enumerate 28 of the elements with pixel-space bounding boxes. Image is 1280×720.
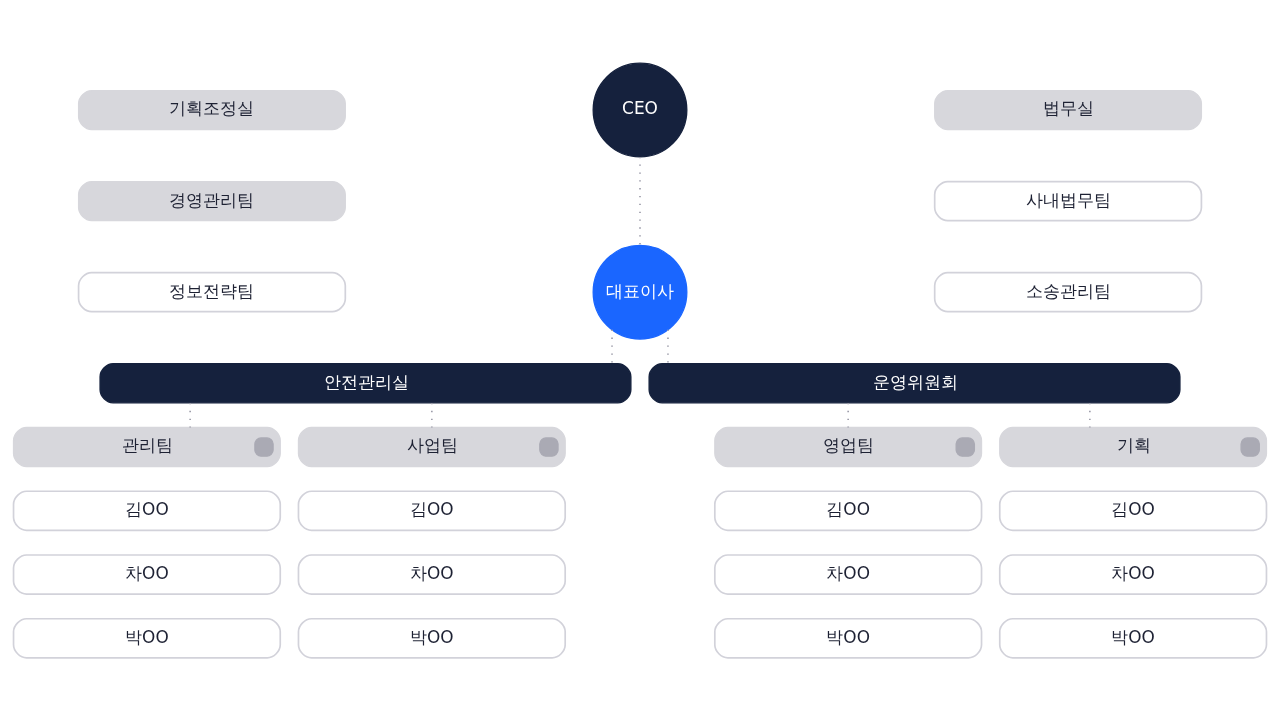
- node-box: 사업팀: [297, 426, 566, 467]
- node-box: 법무실: [934, 89, 1203, 130]
- node-box: 안전관리실: [99, 362, 632, 403]
- node-box: 운영위원회: [648, 362, 1181, 403]
- node-box: 김OO: [998, 489, 1268, 531]
- node-box: 영업팀: [714, 426, 983, 467]
- node-box: 차OO: [713, 553, 983, 595]
- node-box: 차OO: [998, 553, 1268, 595]
- node-box: 박OO: [12, 617, 282, 659]
- node-box: 경영관리팀: [77, 180, 346, 221]
- node-box: 기획: [999, 426, 1268, 467]
- node-circle: CEO: [592, 62, 688, 158]
- node-box: 김OO: [713, 489, 983, 531]
- node-box: 사내법무팀: [933, 180, 1203, 221]
- node-box: 차OO: [297, 553, 567, 595]
- node-box: 박OO: [297, 617, 567, 659]
- node-circle: 대표이사: [592, 244, 688, 340]
- node-box: 박OO: [998, 617, 1268, 659]
- node-box: 김OO: [297, 489, 567, 531]
- node-box: 박OO: [713, 617, 983, 659]
- connector: [611, 328, 613, 364]
- node-box: 김OO: [12, 489, 282, 531]
- node-box: 소송관리팀: [933, 271, 1203, 313]
- node-box: 관리팀: [12, 426, 281, 467]
- node-box: 차OO: [12, 553, 282, 595]
- node-box: 기획조정실: [77, 89, 346, 130]
- connector: [667, 328, 669, 364]
- node-box: 정보전략팀: [77, 271, 347, 313]
